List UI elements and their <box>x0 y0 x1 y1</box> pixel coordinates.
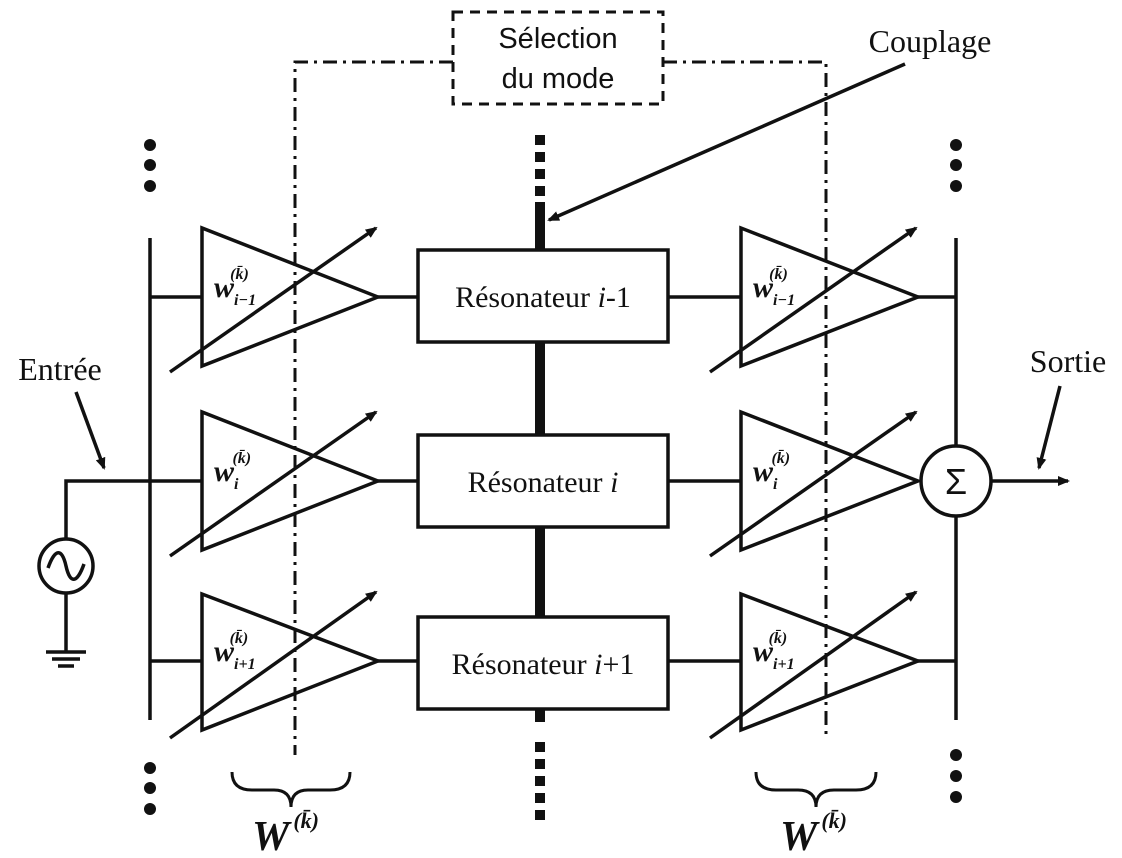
variable-gain-arrow <box>168 226 378 374</box>
weight-label-left: wi(k̄) <box>214 448 251 493</box>
amplifier-icon <box>200 591 383 733</box>
weight-label-right: wi−1(k̄) <box>753 264 795 309</box>
amplifier-icon <box>200 225 383 369</box>
variable-gain-arrow <box>708 410 918 558</box>
amplifier-icon <box>739 225 923 369</box>
resonator-box <box>416 615 670 711</box>
output-arrow <box>1036 385 1062 470</box>
resonator-label: Résonateur i-1 <box>455 281 631 314</box>
weight-label-right: wi(k̄) <box>753 448 790 493</box>
variable-gain-arrow <box>168 590 378 740</box>
mode-selection-line1: Sélection <box>498 23 617 55</box>
variable-gain-arrow <box>708 590 918 740</box>
row-i-minus-1: Résonateur i-1 wi−1(k̄) wi−1(k̄) <box>150 225 956 374</box>
coupling-arrow <box>547 62 906 222</box>
sine-source-icon <box>37 537 95 595</box>
sum-icon: Σ <box>919 444 993 518</box>
ground-icon <box>46 593 86 668</box>
weight-label-left: wi−1(k̄) <box>214 264 256 309</box>
input-label: Entrée <box>18 351 102 387</box>
sum-symbol: Σ <box>945 461 967 502</box>
weight-bank-label-left: W(k̄) <box>252 808 319 858</box>
brace-right <box>754 771 878 808</box>
weight-bank-label-right: W(k̄) <box>780 808 847 858</box>
input-wire <box>64 479 150 540</box>
resonator-label: Résonateur i <box>468 466 619 499</box>
mode-selection-line2: du mode <box>502 63 615 95</box>
amplifier-icon <box>739 591 923 733</box>
row-i-plus-1: Résonateur i+1 wi+1(k̄) wi+1(k̄) <box>150 590 956 740</box>
mode-selection-box <box>451 10 665 106</box>
resonator-box <box>416 433 670 529</box>
coupling-label: Couplage <box>869 23 992 59</box>
amplifier-icon <box>200 409 383 553</box>
ellipsis-dots <box>144 139 962 815</box>
selection-lines <box>293 60 828 755</box>
brace-left <box>230 771 352 808</box>
row-i: Résonateur i wi(k̄) wi(k̄) <box>150 409 923 558</box>
selection-line-left <box>293 60 453 755</box>
resonator-label: Résonateur i+1 <box>452 648 635 681</box>
amplifier-icon <box>739 409 923 553</box>
weight-label-left: wi+1(k̄) <box>214 628 256 673</box>
variable-gain-arrow <box>168 410 378 558</box>
selection-line-right <box>663 60 828 738</box>
variable-gain-arrow <box>708 226 918 374</box>
input-arrow <box>74 391 106 470</box>
output-label: Sortie <box>1030 343 1106 379</box>
weight-label-right: wi+1(k̄) <box>753 628 795 673</box>
